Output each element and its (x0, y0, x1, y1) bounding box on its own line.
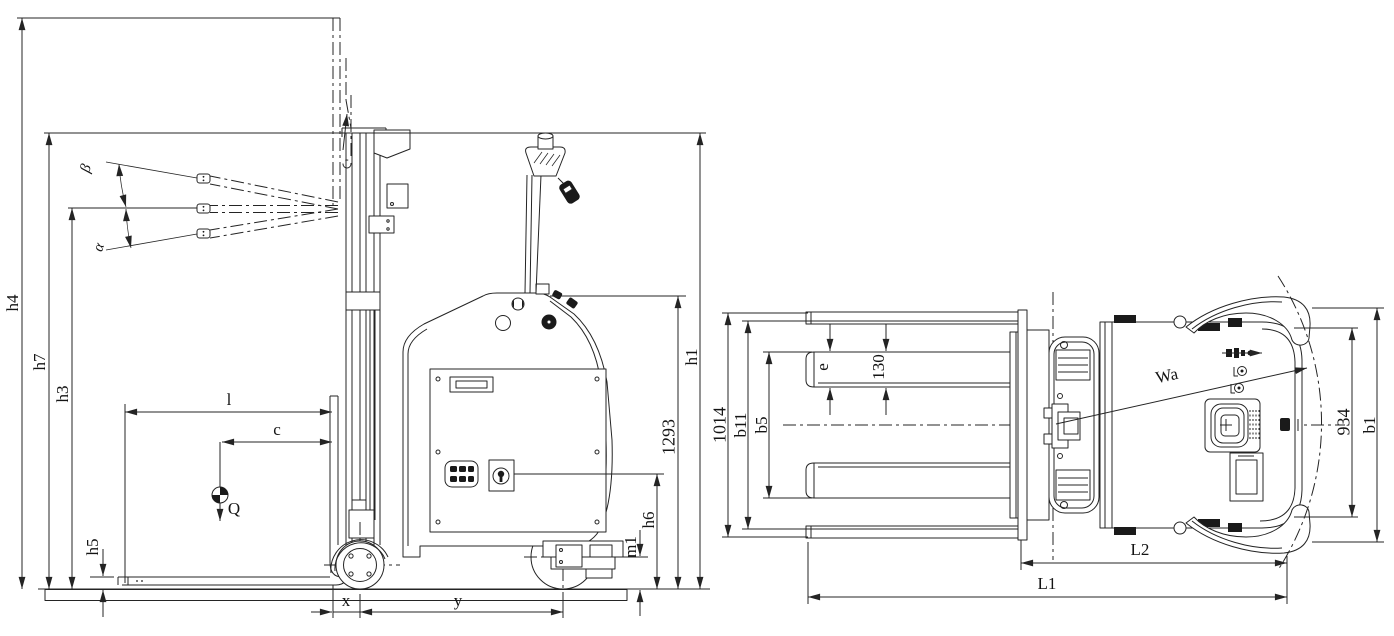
dim-b5-label: b5 (752, 417, 771, 434)
forks-top (805, 351, 1011, 499)
dim-e-label: e (813, 363, 832, 371)
mast-head-bracket (373, 129, 411, 159)
battery-panel (429, 368, 607, 533)
mast-component-box (386, 183, 409, 209)
key-switch[interactable] (492, 467, 510, 485)
lift-direction-arrow (342, 113, 350, 151)
dim-c-label: c (273, 420, 281, 439)
panel-handle[interactable] (449, 376, 494, 393)
dim-h5-label: h5 (83, 539, 102, 556)
top-view: 1014 b11 b5 e 130 Wa 934 b1 L2 L1 (709, 275, 1384, 604)
angle-beta-label: β (77, 162, 95, 176)
hanging-accessory (559, 180, 580, 204)
steering-unit[interactable] (1204, 398, 1261, 453)
body-interior (1204, 348, 1264, 502)
tiller (524, 132, 580, 294)
fork-lowered (117, 395, 349, 586)
dim-m1-label: m1 (621, 536, 640, 558)
caster-wheel (585, 568, 613, 579)
raised-mast-phantom (332, 18, 352, 205)
dim-x-label: x (342, 591, 351, 610)
speaker-grille (444, 460, 479, 488)
top-view-dimensions: 1014 b11 b5 e 130 Wa 934 b1 L2 L1 (709, 307, 1384, 604)
ground (38, 588, 710, 601)
dim-934-label: 934 (1333, 409, 1353, 436)
truck-body (402, 283, 664, 558)
dim-h1-label: h1 (682, 349, 701, 366)
rear-guards (1185, 296, 1311, 554)
dim-130-label: 130 (869, 354, 888, 380)
dim-b11-label: b11 (731, 413, 750, 438)
drive-unit (542, 540, 624, 579)
dim-h4-label: h4 (3, 294, 22, 312)
side-view-dimensions: h4 h7 h3 h5 β α l c Q x y m1 h6 1293 h1 (3, 17, 706, 618)
wheel-fender (330, 539, 389, 574)
horn-button[interactable] (495, 315, 511, 331)
front-load-wheel (324, 522, 400, 602)
load-cog (211, 442, 229, 521)
mast (341, 127, 411, 556)
dim-l1-label: L1 (1038, 574, 1057, 593)
dim-h3-label: h3 (53, 386, 72, 403)
side-view: h4 h7 h3 h5 β α l c Q x y m1 h6 1293 h1 (3, 17, 710, 618)
dim-b1-label: b1 (1360, 417, 1379, 434)
chassis-body (1104, 315, 1303, 535)
dim-1014-label: 1014 (709, 407, 729, 443)
dim-l-label: l (227, 390, 232, 409)
key-switch-box (488, 459, 515, 492)
dim-y-label: y (454, 591, 463, 610)
tilted-forks-phantom (105, 161, 339, 251)
dim-h7-label: h7 (30, 353, 49, 371)
dim-h6-label: h6 (639, 512, 658, 529)
alpha-angle-arc (123, 208, 132, 249)
beta-angle-arc (116, 163, 127, 208)
dim-1293-label: 1293 (658, 419, 678, 455)
turning-radius (1055, 275, 1322, 571)
dim-l2-label: L2 (1131, 540, 1150, 559)
drive-gearbox (348, 509, 375, 539)
angle-alpha-label: α (90, 240, 108, 254)
tiller-head[interactable] (525, 146, 566, 177)
dim-wa-label: Wa (1154, 364, 1180, 387)
mast-carriage (1009, 309, 1109, 541)
load-q-label: Q (228, 499, 240, 518)
